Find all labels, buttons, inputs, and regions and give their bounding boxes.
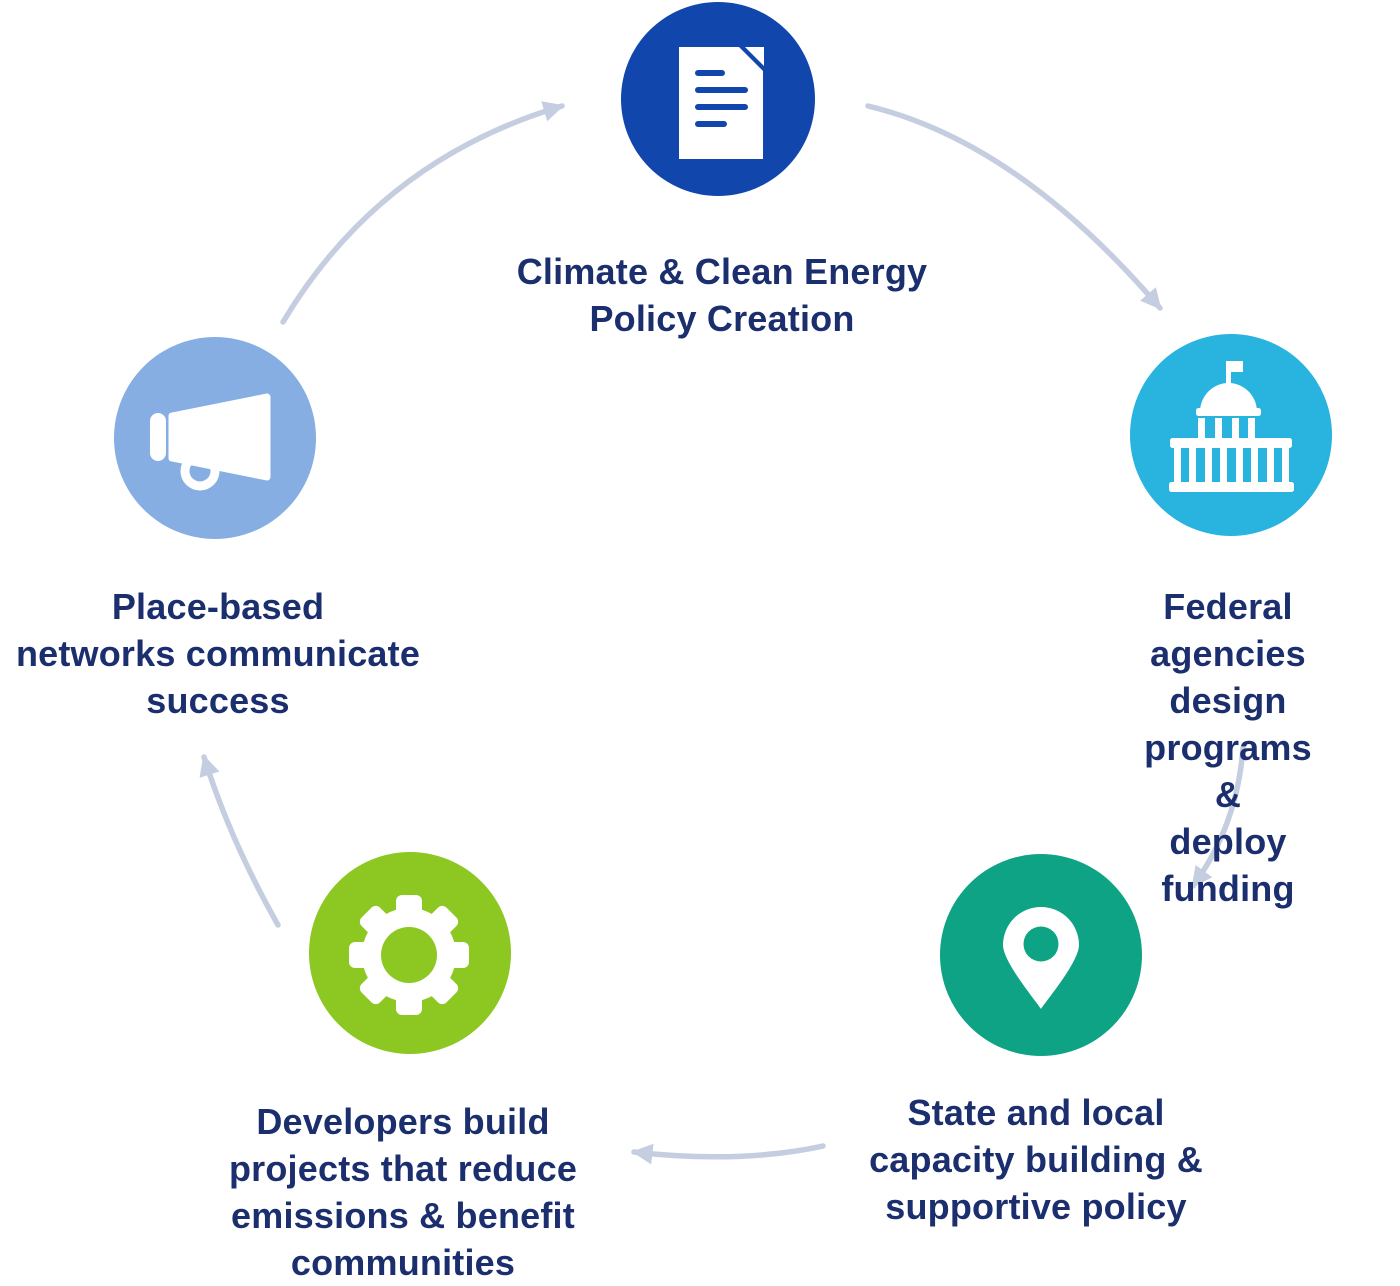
arrow-developers-to-networks (199, 754, 281, 928)
node-label-policy: Climate & Clean Energy Policy Creation (516, 251, 928, 339)
arrow-state-to-developers (631, 1143, 826, 1165)
megaphone-icon (150, 393, 271, 491)
node-label-networks: Place-based networks communicate success (15, 586, 421, 721)
node-circle-networks (114, 337, 316, 539)
capitol-icon (1169, 361, 1294, 492)
node-label-state: State and local capacity building & supp… (869, 1092, 1203, 1227)
node-circle-policy (621, 2, 815, 196)
node-label-federal: Federal agencies design programs & deplo… (1144, 586, 1312, 909)
arrow-policy-to-federal (865, 103, 1163, 311)
arrow-federal-to-state (1190, 745, 1246, 889)
gear-icon (349, 895, 469, 1015)
map-pin-icon (1003, 907, 1079, 1009)
node-label-developers: Developers build projects that reduce em… (228, 1101, 578, 1283)
node-circle-federal (1130, 334, 1332, 536)
node-circle-state (940, 854, 1142, 1056)
arrow-networks-to-policy (280, 101, 565, 325)
document-icon (679, 47, 764, 159)
node-circle-developers (309, 852, 511, 1054)
